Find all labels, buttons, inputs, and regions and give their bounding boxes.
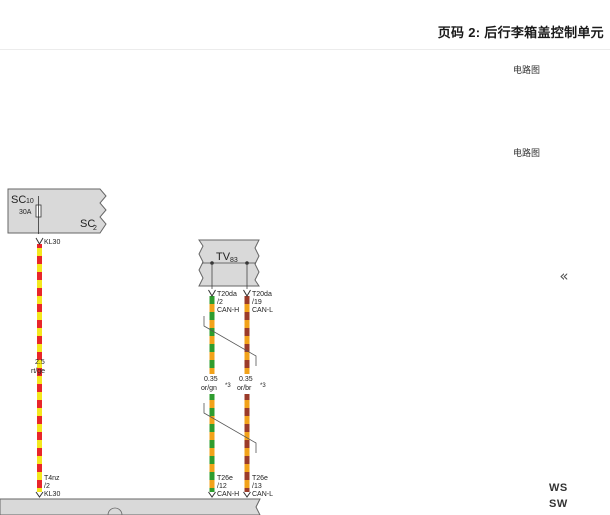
bottom-control-unit (0, 498, 261, 515)
can-l-color-code: or/br (237, 385, 252, 392)
wire-end-pin: T4nz (44, 475, 60, 482)
can-h-top-signal: CAN-H (217, 307, 239, 314)
twist-mark-lower (203, 403, 257, 453)
page-header: 页码 2: 后行李箱盖控制单元 (0, 0, 610, 50)
wire-can-l: T20da /19 CAN-L 0.35 or/br *3 T26e /13 C… (237, 289, 273, 498)
can-l-bottom-pin: T26e (252, 475, 268, 482)
wire-can-h: T20da /2 CAN-H 0.35 or/gn *3 T26e /12 CA… (201, 289, 239, 498)
can-l-top-pin: T20da (252, 291, 272, 298)
connector-arrow-top (35, 237, 44, 245)
legend-sw: SW (549, 498, 568, 510)
fuse-box-shape (7, 188, 107, 234)
tv-name: TV (216, 251, 231, 263)
wire-rt-ge: KL30 2.5 rt/ge T4nz /2 KL30 (31, 237, 60, 498)
circuit-diagram-link-1[interactable]: 电路图 (513, 65, 541, 75)
wire-can-l-upper (244, 296, 250, 374)
can-h-bottom-signal: CAN-H (217, 491, 239, 498)
can-l-note: *3 (260, 383, 266, 389)
bottom-box-shape (0, 498, 261, 515)
wire-terminal-top: KL30 (44, 239, 60, 246)
can-h-arrow-bottom (208, 491, 216, 498)
can-h-bottom-pin: T26e (217, 475, 233, 482)
can-h-arrow-top (208, 289, 216, 297)
fuse-group-sub: 2 (93, 225, 97, 232)
wire-color-code: rt/ge (31, 368, 45, 375)
twist-mark-upper (203, 316, 257, 366)
can-l-top-pin-num: /19 (252, 299, 262, 306)
wire-rt-ge-body (37, 244, 42, 492)
can-l-bottom-pin-num: /13 (252, 483, 262, 490)
wire-can-h-lower (209, 394, 215, 492)
wire-can-l-lower (244, 394, 250, 492)
wire-end-pin-num: /2 (44, 483, 50, 490)
tv-box: TV 83 (198, 239, 260, 289)
twisted-pair-marks (203, 316, 257, 453)
connector-arrow-bottom (35, 491, 44, 498)
legend-ws: WS (549, 482, 568, 494)
double-chevron-left-icon[interactable]: « (559, 267, 569, 285)
can-l-bottom-signal: CAN-L (252, 491, 273, 498)
can-l-size: 0.35 (239, 376, 253, 383)
can-h-top-pin-num: /2 (217, 299, 223, 306)
can-h-note: *3 (225, 383, 231, 389)
tv-name-sub: 83 (230, 257, 238, 264)
wire-size: 2.5 (35, 359, 45, 366)
bottom-box-arc (107, 507, 123, 515)
page-title: 页码 2: 后行李箱盖控制单元 (437, 25, 604, 40)
circuit-diagram-link-2[interactable]: 电路图 (513, 148, 541, 158)
can-l-arrow-top (243, 289, 251, 297)
can-h-size: 0.35 (204, 376, 218, 383)
can-h-bottom-pin-num: /12 (217, 483, 227, 490)
fuse-box-sc: SC 10 30A SC 2 (7, 188, 107, 234)
can-h-top-pin: T20da (217, 291, 237, 298)
fuse-name: SC (11, 194, 26, 206)
fuse-name-sub: 10 (26, 198, 34, 205)
can-l-arrow-bottom (243, 491, 251, 498)
can-l-top-signal: CAN-L (252, 307, 273, 314)
can-h-color-code: or/gn (201, 385, 217, 392)
wire-end-terminal: KL30 (44, 491, 60, 498)
wire-can-h-upper (209, 296, 215, 374)
fuse-rating: 30A (19, 209, 32, 216)
fuse-group: SC (80, 218, 95, 230)
fuse-icon (35, 196, 42, 234)
